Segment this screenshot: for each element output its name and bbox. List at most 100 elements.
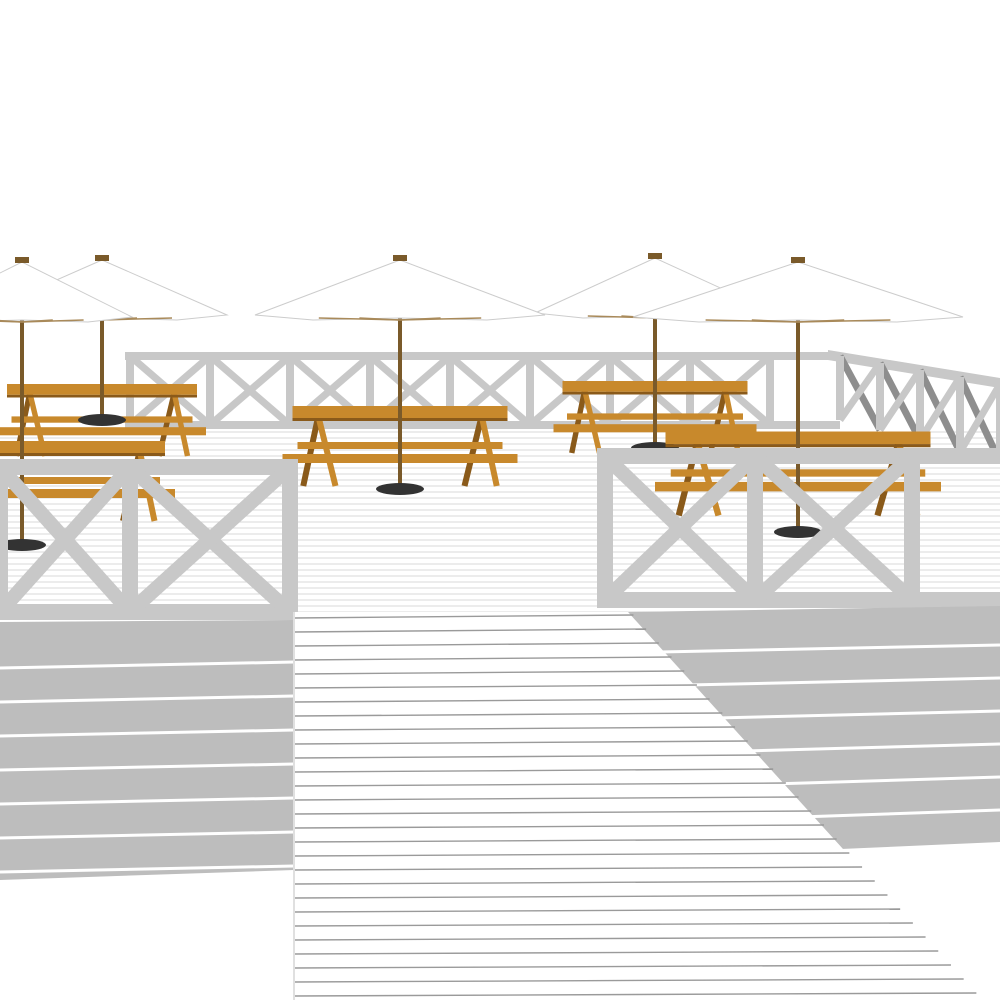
railing-post [122,459,138,620]
walkway-plank-line [293,922,913,927]
walkway-plank-line [293,782,786,787]
railing-post [766,352,774,429]
table-leg [569,389,588,454]
table-top [0,441,165,453]
walkway-plank-line [293,852,850,857]
walkway-plank-line [293,908,901,913]
railing-post [747,448,763,608]
walkway-plank-line [293,936,926,941]
railing-top-rail [0,459,296,475]
umbrella-rib [101,317,173,321]
railing-post [206,352,214,429]
walkway-plank-line [293,740,748,745]
walkway-plank-line [293,810,812,815]
railing-cross-brace [0,462,136,617]
umbrella-finial [393,255,407,261]
left-platform-line [0,762,295,772]
umbrella-base [774,526,822,538]
left-platform-line [0,660,295,670]
walkway-plank-line [293,684,697,689]
umbrella-rib [21,319,84,323]
walkway-plank-line [293,726,736,731]
front-right-railing [597,448,1000,608]
left-platform-line [0,864,295,874]
left-platform-side [0,620,295,880]
railing-post [366,352,374,429]
walkway-plank-line [293,992,977,997]
umbrella-finial [648,253,662,259]
railing-cross-brace [125,461,295,618]
railing-top-rail [600,448,1000,464]
right-platform-line [687,676,1000,687]
walkway-plank-line [293,838,837,843]
front-left-railing [0,459,298,620]
umbrella-rib [0,319,23,323]
right-rail-brace [917,375,963,442]
walkway-plank-line [293,824,824,829]
table-leg [582,389,603,454]
walkway-plank-line [293,614,634,619]
right-platform-side [628,606,1000,850]
umbrella-canopy [254,259,546,321]
left-platform-line [0,830,295,840]
umbrella-canopy [0,261,134,323]
walkway-plank-line [293,880,875,885]
table-leg [461,415,485,487]
umbrella-base [78,414,126,426]
walkway-planks [293,612,980,1000]
right-rail-post [916,370,924,440]
walkway-plank-line [293,642,659,647]
right-rail-post [836,356,844,420]
right-rail-brace [877,368,923,432]
railing-post [597,448,613,608]
walkway-plank-line [293,656,672,661]
walkway-plank-line [293,768,774,773]
walkway-plank-line [293,894,888,899]
umbrella-rib [359,317,401,321]
right-rail-post [876,363,884,430]
umbrella-rib [797,319,891,323]
right-rail-brace [837,360,883,423]
walkway-plank-line [293,796,799,801]
umbrella-base [0,539,46,551]
right-rail-post [956,377,964,452]
right-platform-line [799,808,1000,819]
umbrella-rib [399,317,482,321]
railing-post [526,352,534,429]
table-leg [315,415,339,487]
umbrella-finial [95,255,109,261]
walkway-plank-line [293,866,863,871]
walkway-plank-line [293,670,685,675]
right-platform-line [659,643,1000,654]
left-platform-line [0,728,295,738]
right-rail-brace [956,382,1000,454]
umbrella-canopy [632,261,964,323]
table-leg [300,415,322,487]
table-leg [478,415,500,487]
umbrella-base [376,483,424,495]
railing-post [286,352,294,429]
walkway-plank-line [293,978,964,983]
walkway-plank-line [293,950,939,955]
right-platform-line [743,742,1000,753]
railing-cross-brace [600,450,760,606]
bench [0,427,206,436]
umbrella-finial [15,257,29,263]
walkway-plank-line [293,628,647,633]
left-platform-line [0,694,295,704]
left-platform-line [0,796,295,806]
railing-post [0,459,8,620]
bench [0,477,160,484]
right-side-railing [828,350,1000,464]
right-rail-post [996,384,1000,462]
right-platform-line [715,709,1000,720]
railing-post [282,459,298,620]
bench [0,489,175,498]
railing-bottom-rail [0,604,296,620]
walkway-plank-line [293,964,951,969]
table-top-edge [0,453,165,456]
walkway-plank-line [293,754,761,759]
railing-bottom-rail [600,592,1000,608]
walkway-plank-line [293,712,723,717]
